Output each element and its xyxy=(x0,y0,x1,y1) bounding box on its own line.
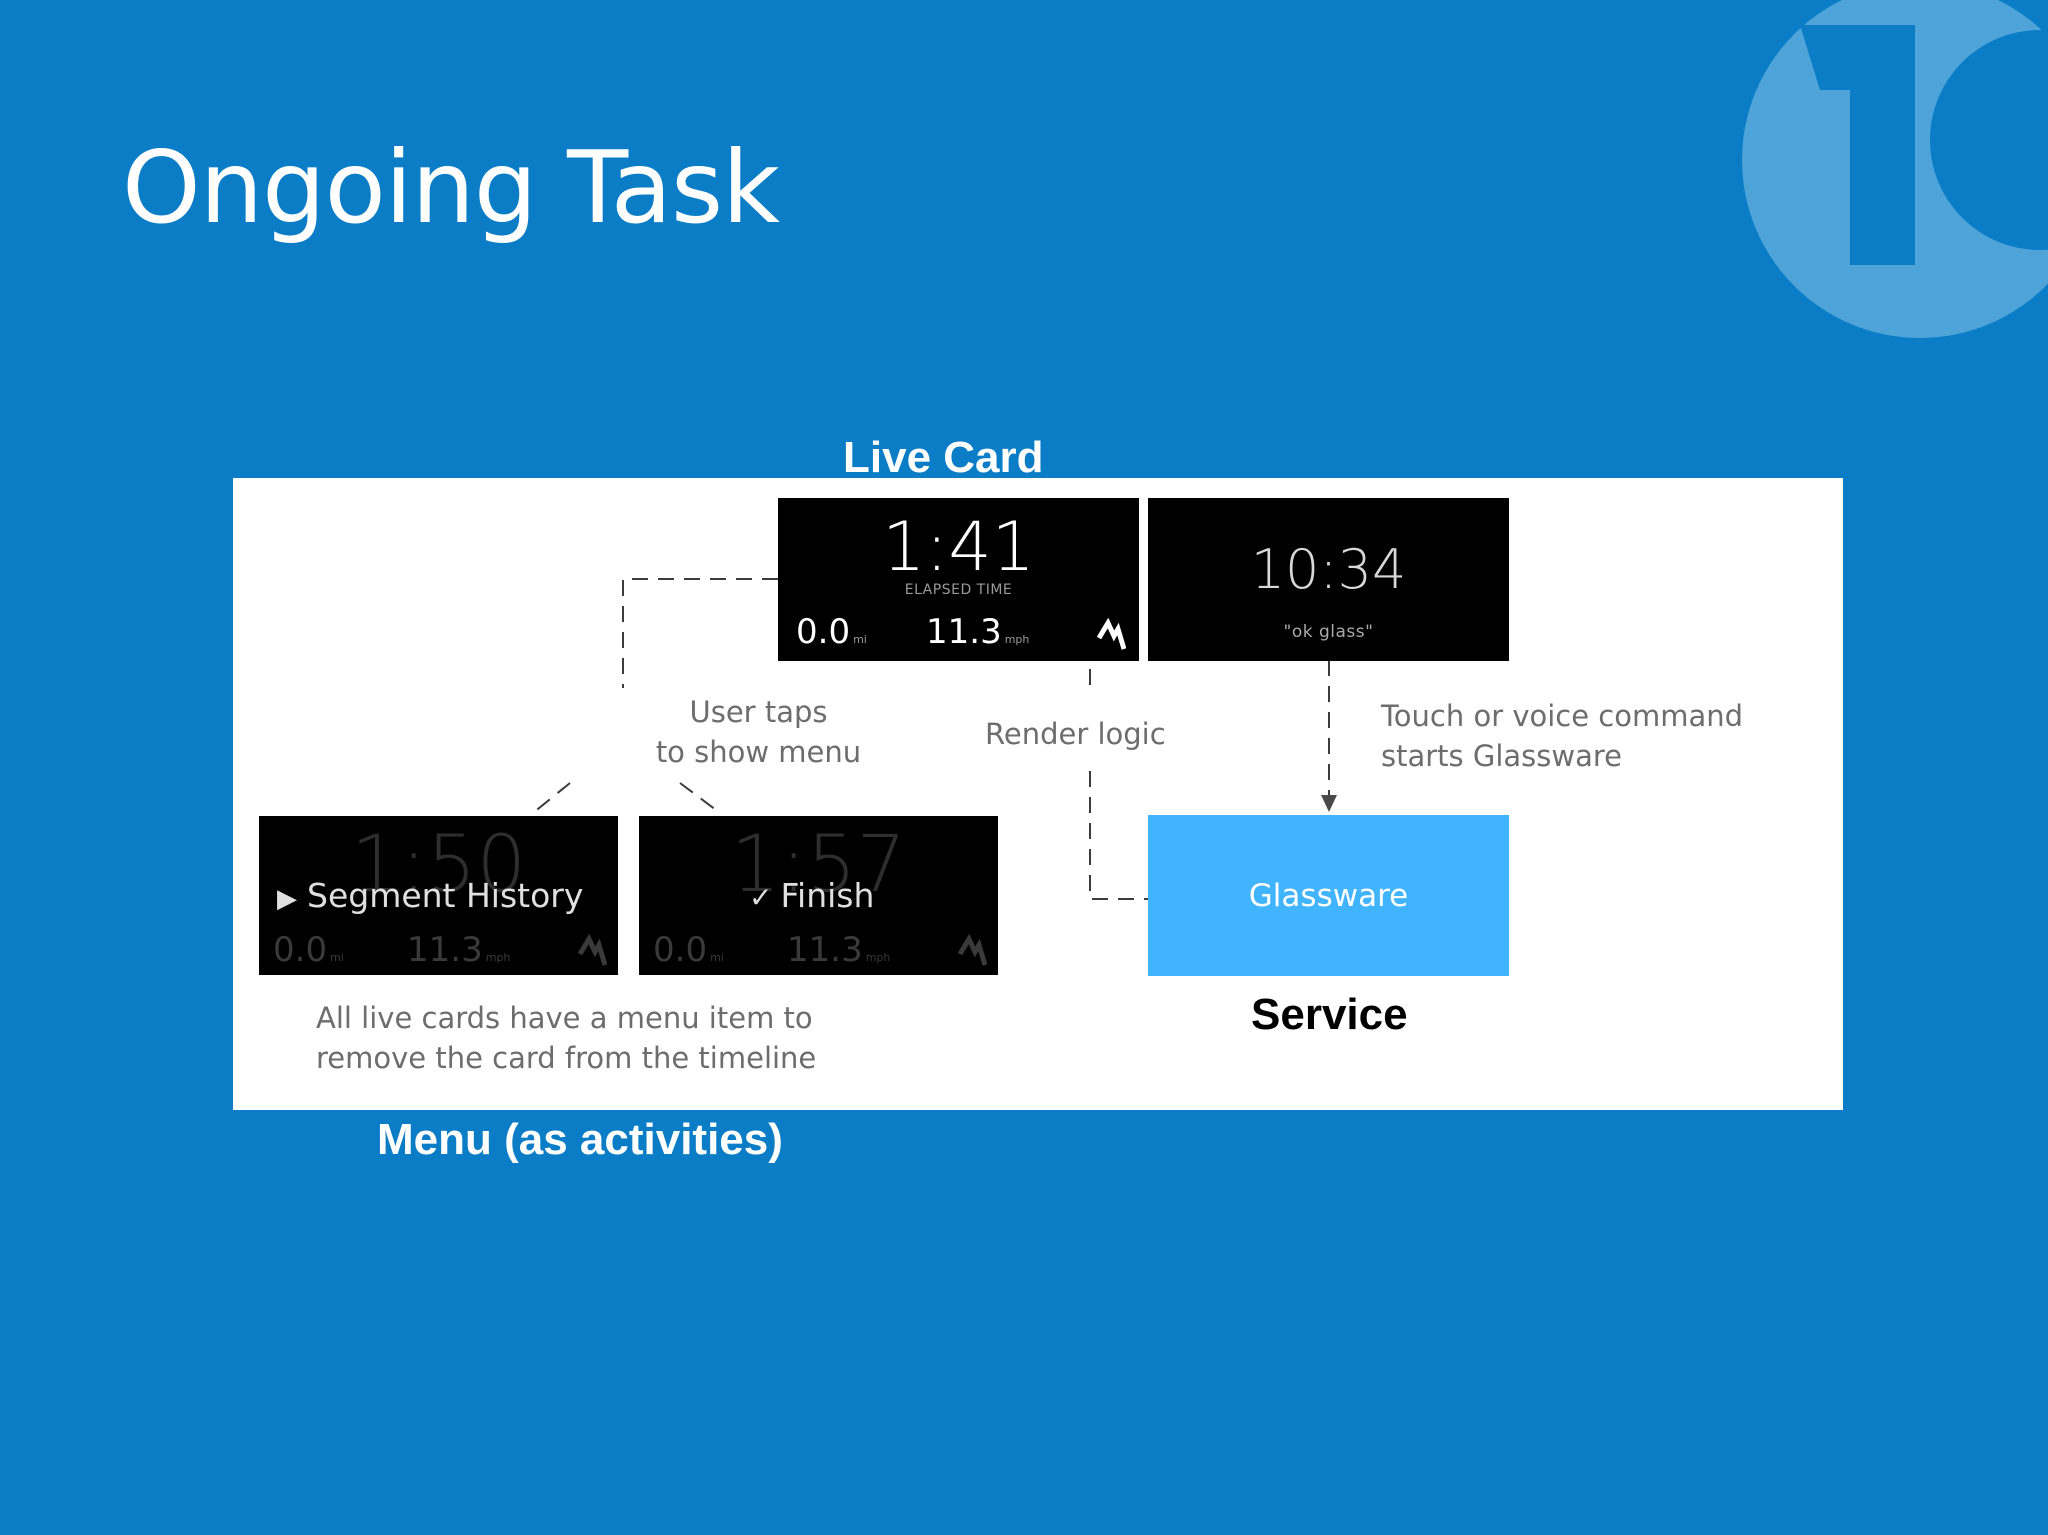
activity-icon xyxy=(577,934,607,966)
clock-card-subtitle: "ok glass" xyxy=(1283,622,1374,642)
ten-logo-icon xyxy=(1742,0,2048,338)
arrow-down-icon xyxy=(1321,795,1337,812)
page-title: Ongoing Task xyxy=(122,129,780,246)
live-card-time: 1:41 xyxy=(882,508,1035,587)
clock-card: 10:34 "ok glass" xyxy=(1148,498,1509,661)
check-icon: ✓ xyxy=(749,881,773,914)
play-icon: ▶ xyxy=(277,884,297,914)
menu-item-finish[interactable]: ✓Finish xyxy=(749,876,875,915)
render-logic-annotation: Render logic xyxy=(985,717,1166,751)
glassware-box: Glassware xyxy=(1148,815,1509,976)
service-caption: Service xyxy=(1251,990,1408,1039)
menu-item-segment-history[interactable]: ▶Segment History xyxy=(277,876,584,915)
menu-card-bg-time: 1:50 xyxy=(350,820,527,910)
activity-icon xyxy=(1096,618,1126,650)
activity-icon xyxy=(957,934,987,966)
user-taps-annotation: User taps to show menu xyxy=(655,695,862,769)
menu-note-annotation: All live cards have a menu item to remov… xyxy=(316,1001,817,1075)
live-card-subtitle: ELAPSED TIME xyxy=(904,582,1013,598)
menu-card-bg-time: 1:57 xyxy=(730,820,907,910)
menu-caption: Menu (as activities) xyxy=(377,1115,783,1164)
clock-card-time: 10:34 xyxy=(1250,538,1407,601)
touch-voice-annotation: Touch or voice command starts Glassware xyxy=(1381,699,1744,773)
live-card-caption: Live Card xyxy=(843,433,1044,482)
